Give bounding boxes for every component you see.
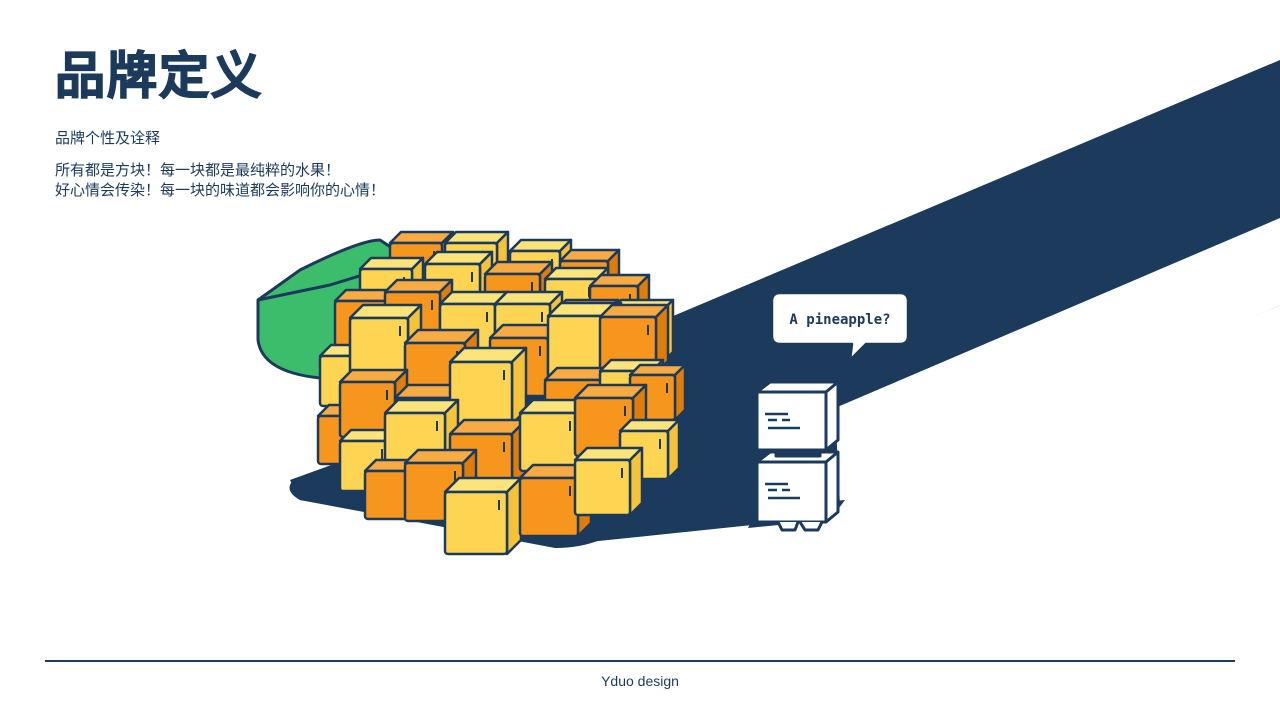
fruit-cube (443, 476, 523, 556)
speech-bubble: A pineapple? (770, 291, 910, 362)
fruit-cube (338, 368, 409, 439)
description-block: 所有都是方块！每一块都是最纯粹的水果！ 好心情会传染！每一块的味道都会影响你的心… (55, 160, 385, 200)
footer-brand: Yduo design (601, 673, 679, 689)
section-subtitle: 品牌个性及诠释 (55, 129, 161, 147)
speech-bubble-text: A pineapple? (789, 312, 890, 328)
page-title: 品牌定义 (54, 46, 263, 106)
fruit-cube (448, 346, 528, 426)
fruit-cube (573, 446, 644, 517)
description-line-2: 好心情会传染！每一块的味道都会影响你的心情！ (55, 181, 386, 199)
shadow-highlight-stripe (835, 218, 1280, 505)
description-line-1: 所有都是方块！每一块都是最纯粹的水果！ (55, 161, 341, 179)
robot-character (755, 380, 840, 532)
cube-cluster (316, 230, 687, 556)
footer-divider (45, 660, 1235, 662)
fruit-cube (618, 418, 681, 481)
